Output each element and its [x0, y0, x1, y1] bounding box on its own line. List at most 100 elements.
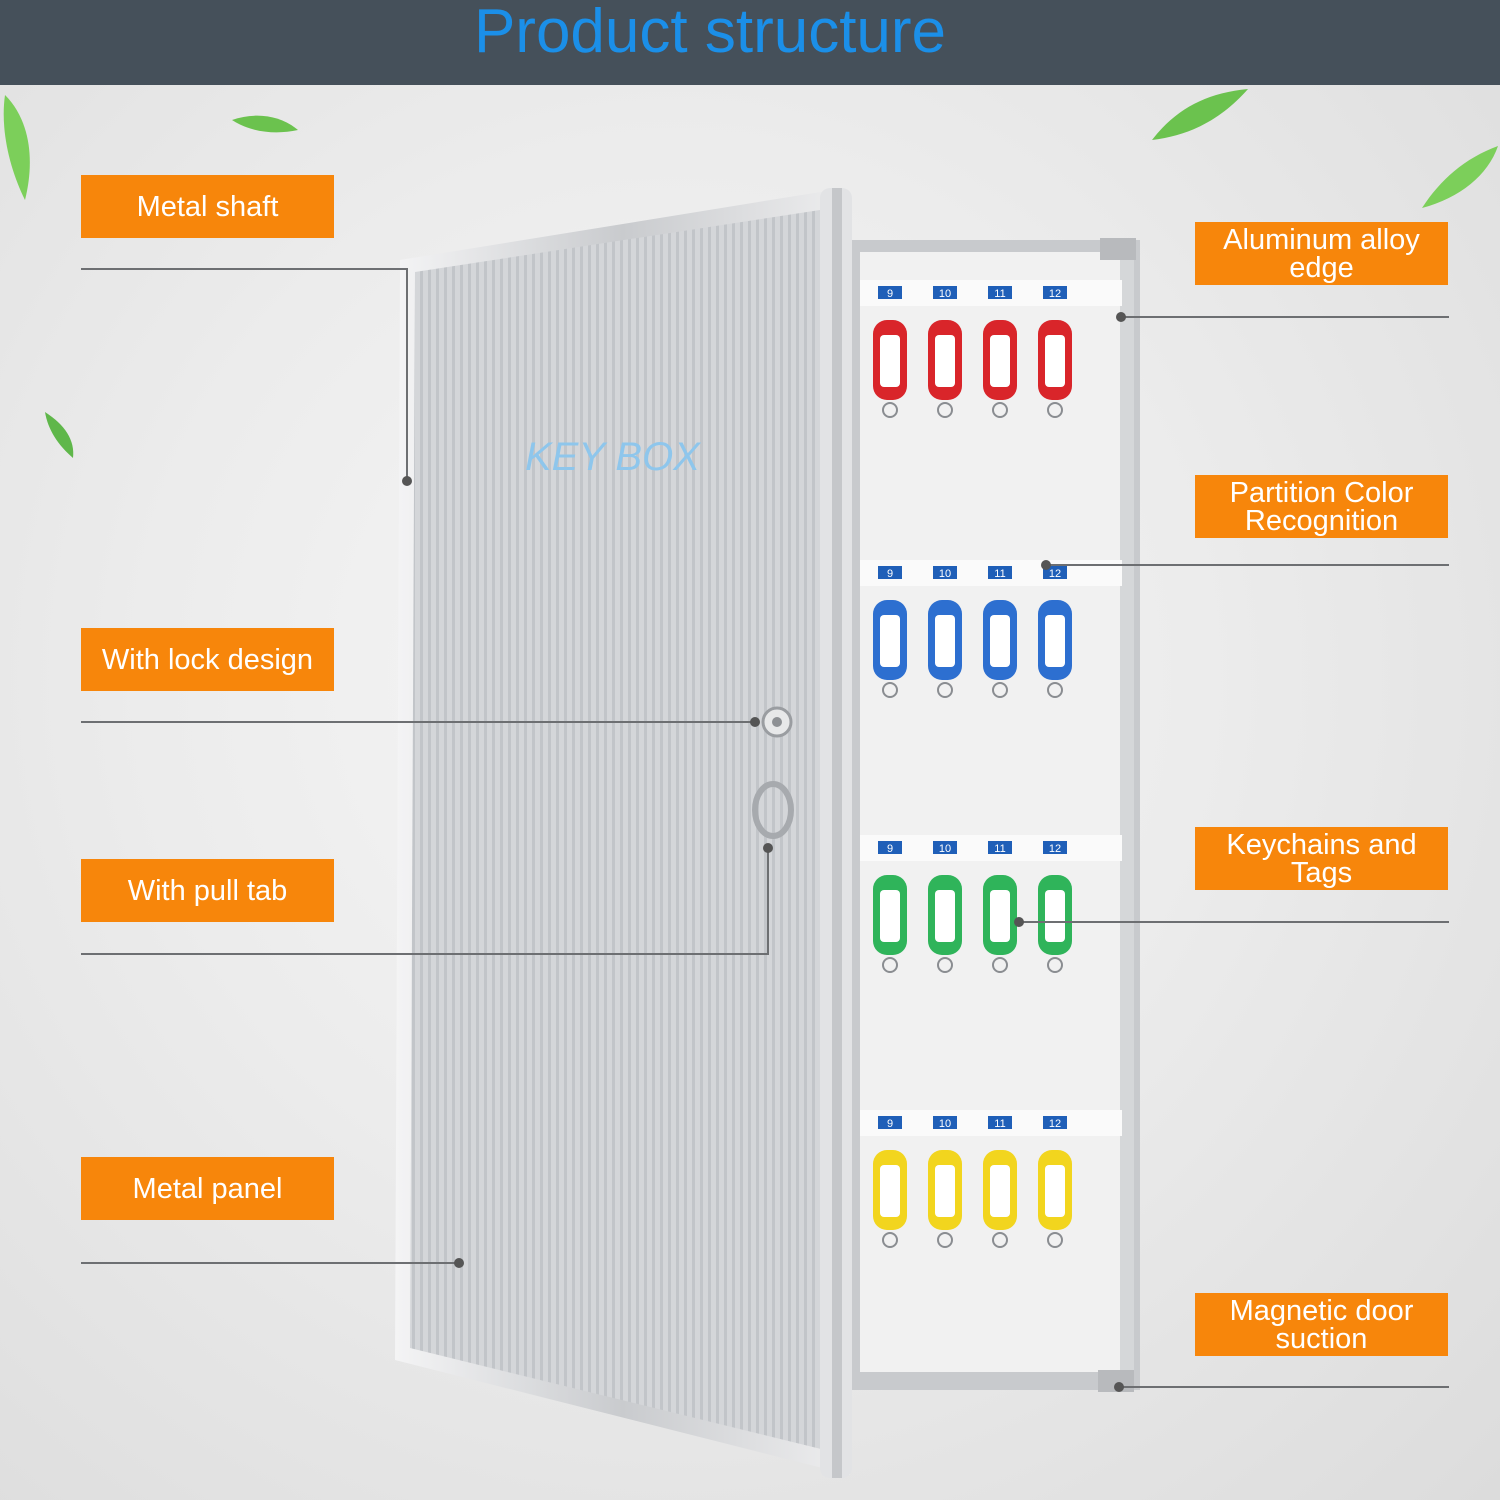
leaf-decoration-icon [1152, 89, 1248, 140]
callout-metal-shaft: Metal shaft [81, 175, 334, 238]
hook-number-plate [878, 841, 902, 854]
key-ring-icon [992, 957, 1008, 973]
hook-number: 10 [939, 568, 951, 580]
key-box-illustration: 9 10 11 12 9 10 11 12 9 10 11 12 9 10 11 12 KEY BOX [395, 188, 1140, 1478]
door-panel: KEY BOX [395, 188, 1136, 1478]
key-tag-window [990, 1165, 1010, 1217]
key-tag-window [990, 890, 1010, 942]
leaf-decoration-icon [3, 95, 30, 200]
leader-dot [763, 843, 773, 853]
key-tag-window [880, 1165, 900, 1217]
hook-number: 11 [994, 568, 1005, 580]
hook-number-plate [933, 1116, 957, 1129]
leader-line [1118, 1386, 1449, 1388]
key-ring-icon [937, 957, 953, 973]
key-tag-window [935, 615, 955, 667]
header-bar: Product structure [0, 0, 1500, 85]
key-tag-window [1045, 1165, 1065, 1217]
hook-number: 10 [939, 843, 951, 855]
hook-rows: 9 10 11 12 9 10 11 12 9 10 11 12 9 10 11 12 [860, 280, 1122, 1248]
leader-line [767, 848, 769, 955]
hook-number: 10 [939, 1118, 951, 1130]
hook-number-plate [1043, 286, 1067, 299]
pull-tab-icon [752, 781, 794, 839]
leader-dot [1014, 917, 1024, 927]
leader-line [81, 1262, 459, 1264]
key-tag-window [935, 1165, 955, 1217]
leader-line [1018, 921, 1449, 923]
key-ring-icon [1047, 402, 1063, 418]
hook-number: 12 [1049, 843, 1061, 855]
key-ring-icon [937, 682, 953, 698]
hook-number-plate [933, 286, 957, 299]
hook-number-plate [988, 1116, 1012, 1129]
leader-line [1120, 316, 1449, 318]
key-tag-window [1045, 890, 1065, 942]
hook-number: 12 [1049, 1118, 1061, 1130]
key-ring-icon [1047, 957, 1063, 973]
hook-number-plate [1043, 1116, 1067, 1129]
leaf-decoration-icon [1422, 146, 1498, 208]
hook-number: 9 [887, 288, 893, 300]
page-title: Product structure [473, 0, 947, 66]
key-ring-icon [1047, 1232, 1063, 1248]
leader-dot [750, 717, 760, 727]
key-ring-icon [882, 682, 898, 698]
leader-line [81, 721, 755, 723]
key-ring-icon [1047, 682, 1063, 698]
hook-number: 12 [1049, 288, 1061, 300]
key-tag-window [880, 615, 900, 667]
leader-dot [1041, 560, 1051, 570]
hook-number: 9 [887, 1118, 893, 1130]
key-tag-window [935, 335, 955, 387]
leader-line [81, 953, 769, 955]
hook-number: 12 [1049, 568, 1061, 580]
leader-line [1045, 564, 1449, 566]
hook-number: 11 [994, 843, 1005, 855]
leader-dot [454, 1258, 464, 1268]
callout-aluminum-edge: Aluminum alloy edge [1195, 222, 1448, 285]
hook-number: 11 [994, 1118, 1005, 1130]
key-ring-icon [937, 1232, 953, 1248]
key-tag-window [935, 890, 955, 942]
callout-metal-panel: Metal panel [81, 1157, 334, 1220]
key-tag-window [880, 335, 900, 387]
key-ring-icon [992, 402, 1008, 418]
key-ring-icon [882, 1232, 898, 1248]
key-tag-window [990, 335, 1010, 387]
hook-number: 9 [887, 568, 893, 580]
hook-number: 11 [994, 288, 1005, 300]
leader-dot [402, 476, 412, 486]
callout-partition-color: Partition Color Recognition [1195, 475, 1448, 538]
callout-keychains-tags: Keychains and Tags [1195, 827, 1448, 890]
hook-number-plate [1043, 841, 1067, 854]
key-ring-icon [992, 682, 1008, 698]
key-ring-icon [937, 402, 953, 418]
key-ring-icon [882, 402, 898, 418]
key-tag-window [1045, 615, 1065, 667]
key-tag-window [990, 615, 1010, 667]
callout-pull-tab: With pull tab [81, 859, 334, 922]
callout-lock-design: With lock design [81, 628, 334, 691]
hook-number-plate [1043, 566, 1067, 579]
leader-line [81, 268, 408, 270]
hook-number-plate [933, 566, 957, 579]
hook-number-plate [933, 841, 957, 854]
callout-magnetic-door: Magnetic door suction [1195, 1293, 1448, 1356]
hook-number: 10 [939, 288, 951, 300]
leader-dot [1114, 1382, 1124, 1392]
logo-text: KEY BOX [525, 435, 701, 479]
key-tag-window [1045, 335, 1065, 387]
leader-line [406, 268, 408, 480]
hook-number-plate [988, 566, 1012, 579]
key-ring-icon [992, 1232, 1008, 1248]
leaf-decoration-icon [45, 412, 74, 458]
hook-number-plate [878, 286, 902, 299]
hook-number-plate [988, 841, 1012, 854]
hook-number-plate [878, 566, 902, 579]
leader-dot [1116, 312, 1126, 322]
hook-number-plate [878, 1116, 902, 1129]
key-tag-window [880, 890, 900, 942]
hook-number: 9 [887, 843, 893, 855]
key-ring-icon [882, 957, 898, 973]
